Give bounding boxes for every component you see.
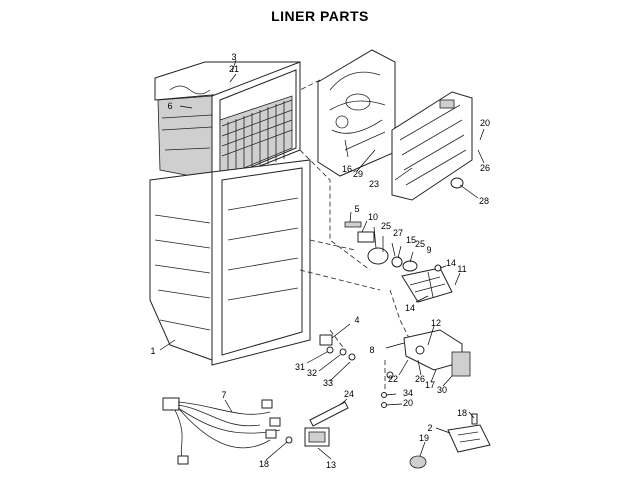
callout-13: 13 <box>326 460 336 470</box>
callout-2: 2 <box>427 423 432 433</box>
callout-9: 9 <box>426 245 431 255</box>
callout-33: 33 <box>323 378 333 388</box>
tube-and-switch <box>285 401 349 447</box>
callout-32: 32 <box>307 368 317 378</box>
callout-14: 14 <box>446 258 456 268</box>
callout-24: 24 <box>344 389 354 399</box>
callout-29: 29 <box>353 169 363 179</box>
wire-harness <box>162 397 281 465</box>
callout-31: 31 <box>295 362 305 372</box>
callout-8: 8 <box>369 345 374 355</box>
callout-3: 3 <box>231 52 236 62</box>
callout-25b: 25 <box>415 239 425 249</box>
page-title: LINER PARTS <box>271 8 369 24</box>
callout-27: 27 <box>393 228 403 238</box>
callout-12: 12 <box>431 318 441 328</box>
callout-26: 26 <box>480 163 490 173</box>
callout-22: 22 <box>388 374 398 384</box>
control-housing <box>381 329 471 408</box>
hardware-4-31-32-33 <box>319 334 356 361</box>
callout-16: 16 <box>342 164 352 174</box>
callout-20: 20 <box>480 118 490 128</box>
callout-26b: 26 <box>415 374 425 384</box>
callout-7: 7 <box>221 390 226 400</box>
leader-lines <box>159 59 485 461</box>
callout-5: 5 <box>354 204 359 214</box>
callout-6: 6 <box>167 101 172 111</box>
callout-18: 18 <box>457 408 467 418</box>
callout-10: 10 <box>368 212 378 222</box>
small-parts <box>409 413 491 469</box>
callout-14b: 14 <box>405 303 415 313</box>
liner-body <box>149 61 311 366</box>
callouts: 3 21 6 20 16 29 23 26 28 5 10 25 27 15 2… <box>150 52 490 470</box>
callout-20b: 20 <box>403 398 413 408</box>
callout-17: 17 <box>425 380 435 390</box>
rear-panel <box>391 91 473 201</box>
callout-30: 30 <box>437 385 447 395</box>
callout-4: 4 <box>354 315 359 325</box>
callout-25: 25 <box>381 221 391 231</box>
evaporator-panel <box>317 49 396 177</box>
callout-18b: 18 <box>259 459 269 469</box>
callout-11: 11 <box>457 264 466 274</box>
callout-1: 1 <box>150 346 155 356</box>
callout-21: 21 <box>229 64 239 74</box>
callout-15: 15 <box>406 235 416 245</box>
callout-34: 34 <box>403 388 413 398</box>
callout-19: 19 <box>419 433 429 443</box>
callout-23: 23 <box>369 179 379 189</box>
callout-28: 28 <box>479 196 489 206</box>
